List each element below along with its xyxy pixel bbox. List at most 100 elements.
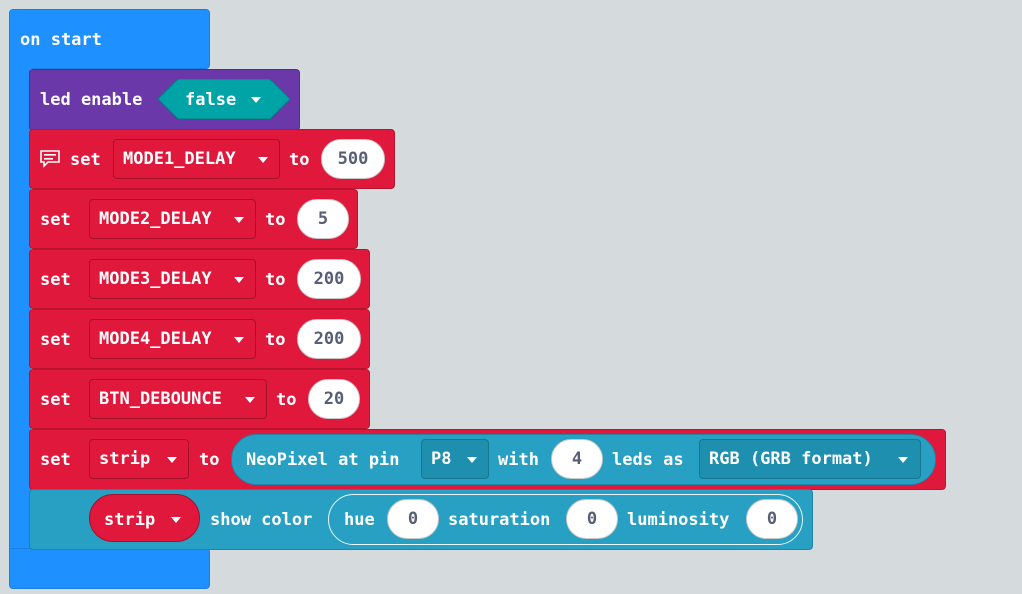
grid-mark — [578, 210, 587, 219]
leds-as-label: leds as — [612, 450, 684, 470]
grid-mark — [298, 10, 307, 19]
grid-mark — [858, 530, 867, 539]
grid-mark — [1018, 370, 1022, 379]
grid-mark — [458, 330, 467, 339]
mode3-delay-value-input[interactable]: 200 — [297, 259, 361, 299]
grid-mark — [538, 90, 547, 99]
variable-dropdown-mode1[interactable]: MODE1_DELAY — [113, 139, 280, 179]
grid-mark — [658, 250, 667, 259]
grid-mark — [538, 570, 547, 579]
grid-mark — [1018, 290, 1022, 299]
grid-mark — [658, 50, 667, 59]
led-count-input[interactable]: 4 — [551, 439, 603, 479]
grid-mark — [498, 10, 507, 19]
hue-label: hue — [344, 510, 375, 530]
grid-mark — [858, 410, 867, 419]
strip-variable-reporter[interactable] — [89, 494, 200, 542]
grid-mark — [418, 570, 427, 579]
grid-mark — [458, 250, 467, 259]
grid-mark — [1018, 450, 1022, 459]
grid-mark — [458, 570, 467, 579]
grid-mark — [618, 210, 627, 219]
grid-mark — [858, 90, 867, 99]
grid-mark — [578, 570, 587, 579]
chevron-down-icon — [251, 97, 261, 103]
btn-debounce-value-input[interactable]: 20 — [308, 379, 360, 419]
grid-mark — [578, 50, 587, 59]
grid-mark — [418, 90, 427, 99]
grid-mark — [498, 90, 507, 99]
grid-mark — [418, 10, 427, 19]
grid-mark — [938, 170, 947, 179]
mode2-delay-value-input[interactable]: 5 — [297, 199, 349, 239]
grid-mark — [978, 90, 987, 99]
grid-mark — [378, 330, 387, 339]
grid-mark — [578, 330, 587, 339]
grid-mark — [898, 290, 907, 299]
mode1-delay-value-input[interactable]: 500 — [321, 139, 385, 179]
grid-mark — [498, 170, 507, 179]
grid-mark — [618, 410, 627, 419]
mode4-delay-value-input[interactable]: 200 — [297, 319, 361, 359]
grid-mark — [658, 370, 667, 379]
variable-dropdown-mode4[interactable]: MODE4_DELAY — [89, 319, 256, 359]
grid-mark — [858, 570, 867, 579]
grid-mark — [898, 10, 907, 19]
pin-dropdown[interactable]: P8 — [421, 439, 489, 479]
luminosity-input[interactable]: 0 — [746, 499, 798, 539]
variable-dropdown-strip[interactable]: strip — [89, 439, 189, 479]
grid-mark — [418, 210, 427, 219]
grid-mark — [738, 330, 747, 339]
grid-mark — [418, 370, 427, 379]
grid-mark — [898, 210, 907, 219]
to-keyword: to — [265, 270, 286, 290]
grid-mark — [498, 290, 507, 299]
variable-dropdown-mode3[interactable]: MODE3_DELAY — [89, 259, 256, 299]
grid-mark — [698, 90, 707, 99]
hue-input[interactable]: 0 — [387, 499, 439, 539]
saturation-input[interactable]: 0 — [566, 499, 618, 539]
grid-mark — [858, 10, 867, 19]
grid-mark — [978, 530, 987, 539]
grid-mark — [938, 90, 947, 99]
grid-mark — [818, 530, 827, 539]
grid-mark — [938, 130, 947, 139]
grid-mark — [298, 90, 307, 99]
grid-mark — [978, 450, 987, 459]
grid-mark — [258, 570, 267, 579]
grid-mark — [938, 290, 947, 299]
to-keyword: to — [265, 330, 286, 350]
grid-mark — [458, 50, 467, 59]
grid-mark — [658, 570, 667, 579]
grid-mark — [898, 130, 907, 139]
grid-mark — [818, 250, 827, 259]
grid-mark — [898, 410, 907, 419]
grid-mark — [538, 290, 547, 299]
grid-mark — [698, 10, 707, 19]
on-start-label: on start — [20, 30, 102, 50]
set-keyword: set — [40, 390, 71, 410]
grid-mark — [738, 410, 747, 419]
chevron-down-icon — [234, 277, 244, 283]
grid-mark — [1018, 10, 1022, 19]
grid-mark — [818, 330, 827, 339]
grid-mark — [738, 170, 747, 179]
comment-icon[interactable] — [40, 150, 60, 168]
grid-mark — [738, 210, 747, 219]
on-start-block[interactable] — [9, 9, 210, 69]
grid-mark — [458, 170, 467, 179]
grid-mark — [378, 10, 387, 19]
grid-mark — [658, 10, 667, 19]
grid-mark — [418, 50, 427, 59]
grid-mark — [378, 50, 387, 59]
color-format-dropdown[interactable]: RGB (GRB format) — [699, 439, 921, 479]
grid-mark — [338, 570, 347, 579]
led-enable-value-dropdown[interactable] — [158, 79, 290, 119]
grid-mark — [978, 250, 987, 259]
grid-mark — [498, 370, 507, 379]
grid-mark — [538, 10, 547, 19]
grid-mark — [418, 130, 427, 139]
grid-mark — [978, 170, 987, 179]
variable-dropdown-mode2[interactable]: MODE2_DELAY — [89, 199, 256, 239]
variable-dropdown-btn-debounce[interactable]: BTN_DEBOUNCE — [89, 379, 267, 419]
